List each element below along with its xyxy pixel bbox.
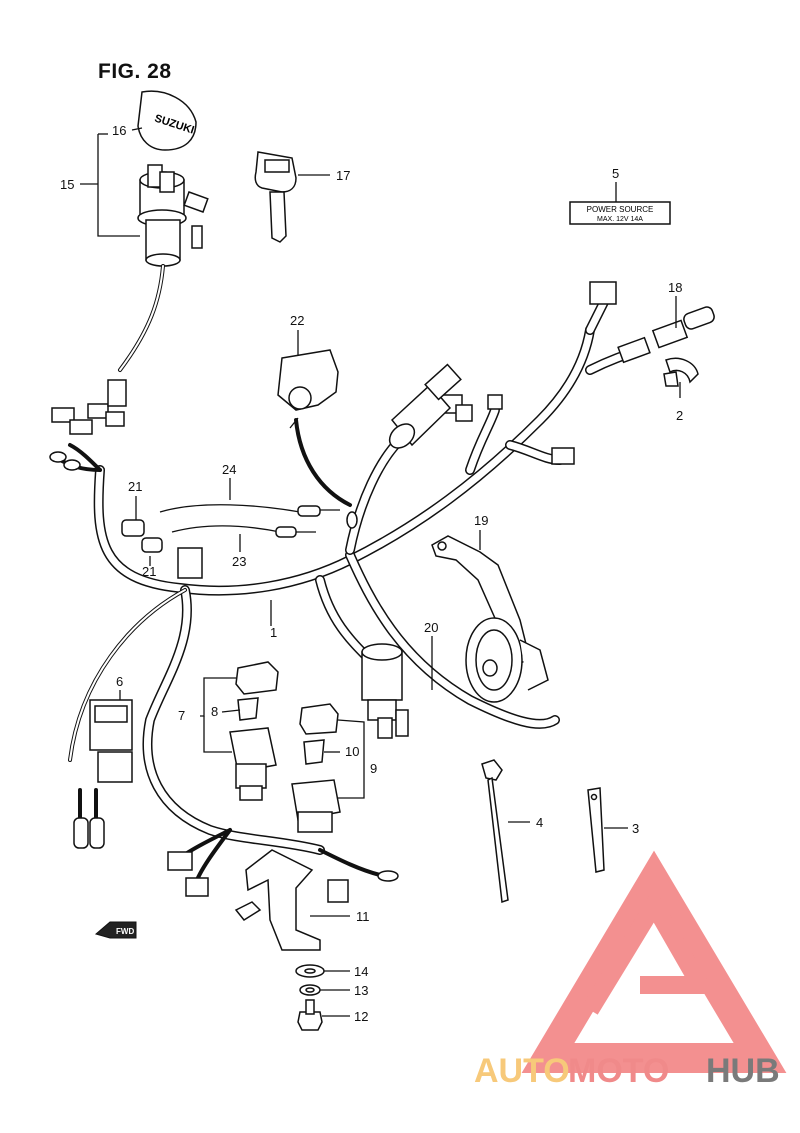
label-14: 14 (354, 964, 368, 979)
power-source-plate: POWER SOURCE MAX. 12V 14A (569, 201, 671, 225)
label-3: 3 (632, 821, 639, 836)
relay-6 (73, 699, 133, 849)
label-7: 7 (178, 708, 185, 723)
label-11: 11 (356, 909, 370, 924)
washer-14 (295, 964, 325, 978)
watermark-hub: HUB (706, 1052, 780, 1090)
handlebar-switch (277, 349, 352, 507)
label-21a: 21 (128, 479, 142, 494)
washer-13 (299, 984, 321, 996)
rear-coil (361, 643, 409, 739)
label-10: 10 (345, 744, 359, 759)
main-harness (58, 285, 645, 887)
label-13: 13 (354, 983, 368, 998)
label-6: 6 (116, 674, 123, 689)
harness-connectors (49, 281, 617, 903)
watermark-moto: MOTO (568, 1052, 669, 1090)
leader-lines (80, 127, 681, 1017)
fuse-box-7 (229, 661, 279, 801)
connector-18 (617, 306, 715, 364)
clamp-2 (663, 357, 699, 387)
label-17: 17 (336, 168, 350, 183)
label-15: 15 (60, 177, 74, 192)
lead-wires (121, 504, 340, 553)
horn (465, 617, 549, 703)
label-16: 16 (112, 123, 126, 138)
fwd-arrow: FWD (94, 921, 137, 939)
label-22: 22 (290, 313, 304, 328)
label-4: 4 (536, 815, 543, 830)
label-5: 5 (612, 166, 619, 181)
plate-line-2: MAX. 12V 14A (597, 216, 643, 223)
cable-tie (481, 759, 509, 904)
label-20: 20 (424, 620, 438, 635)
ignition-coil (388, 363, 462, 449)
label-2: 2 (676, 408, 683, 423)
key (254, 151, 297, 243)
ignition-switch: SUZUKI (118, 90, 209, 372)
figure-title: FIG. 28 (98, 60, 172, 83)
label-8: 8 (211, 704, 218, 719)
mounting-bracket (234, 849, 321, 951)
label-1: 1 (270, 625, 277, 640)
label-19: 19 (474, 513, 488, 528)
label-21b: 21 (142, 564, 156, 579)
plate-line-1: POWER SOURCE (587, 205, 654, 214)
fwd-label: FWD (116, 927, 134, 936)
watermark-logo (521, 850, 787, 1073)
rubber-band (587, 787, 605, 873)
label-9: 9 (370, 761, 377, 776)
label-12: 12 (354, 1009, 368, 1024)
label-24: 24 (222, 462, 236, 477)
label-23: 23 (232, 554, 246, 569)
bolt-12 (297, 999, 323, 1031)
watermark-auto: AUTO (474, 1052, 570, 1090)
fuse-box-9 (291, 703, 341, 833)
label-18: 18 (668, 280, 682, 295)
